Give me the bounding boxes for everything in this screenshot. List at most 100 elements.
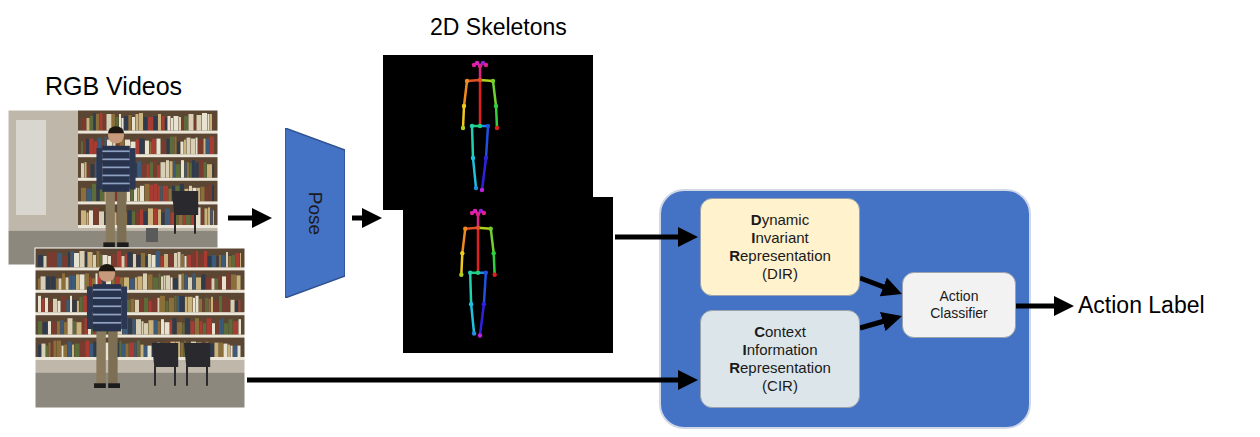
skeleton-bone — [477, 228, 480, 273]
book — [237, 275, 241, 289]
book — [67, 300, 70, 312]
book — [229, 256, 232, 267]
skeleton-joint — [482, 211, 486, 215]
book — [215, 278, 218, 289]
skeleton-bone — [491, 229, 494, 254]
book — [191, 321, 195, 334]
skeleton-frame — [403, 197, 613, 353]
book — [188, 297, 193, 312]
skeleton-joint — [476, 226, 480, 230]
book — [149, 301, 152, 312]
book — [42, 344, 46, 357]
book — [207, 164, 212, 178]
book — [185, 274, 188, 289]
book — [68, 318, 73, 334]
book — [148, 117, 153, 131]
book — [89, 210, 93, 225]
book — [148, 254, 151, 267]
book — [138, 188, 140, 202]
book — [86, 341, 90, 357]
book — [174, 253, 177, 267]
book — [185, 256, 187, 267]
book — [71, 251, 74, 267]
book — [165, 322, 170, 334]
skeleton-figure — [461, 61, 499, 192]
person-torso — [93, 284, 121, 331]
book — [77, 301, 79, 312]
skeleton-bone — [496, 106, 497, 128]
person-leg — [117, 190, 126, 245]
book — [179, 117, 181, 131]
book — [74, 253, 79, 267]
shirt-stripe — [102, 150, 130, 152]
section-label: 2D Skeletons — [430, 14, 567, 41]
skeleton-joint — [478, 124, 482, 128]
book — [58, 301, 61, 312]
skeleton-joint — [463, 227, 467, 231]
book — [170, 137, 174, 155]
person-shoe — [103, 242, 115, 247]
book — [192, 252, 196, 267]
book — [93, 255, 96, 267]
book — [199, 299, 202, 312]
skeleton-joint — [461, 126, 465, 130]
book — [210, 137, 215, 155]
book — [57, 253, 62, 267]
book — [150, 185, 153, 202]
book — [212, 323, 215, 334]
book — [161, 162, 166, 178]
skeleton-bone — [473, 158, 476, 188]
book — [161, 276, 163, 289]
shirt-stripe — [102, 175, 130, 177]
book — [63, 256, 68, 267]
skeleton-bone — [480, 304, 484, 335]
book — [183, 323, 185, 334]
book — [49, 301, 53, 312]
book — [177, 322, 182, 334]
book — [136, 212, 140, 225]
book — [122, 344, 125, 357]
book — [68, 252, 70, 267]
book — [184, 116, 188, 131]
skeleton-bone — [484, 273, 486, 304]
book — [200, 321, 203, 334]
skeleton-joint — [465, 79, 469, 83]
book — [207, 318, 212, 334]
skeleton-bone — [486, 126, 488, 158]
book — [47, 252, 51, 267]
book — [120, 341, 122, 357]
book — [154, 116, 158, 131]
book — [81, 142, 83, 155]
book — [73, 321, 76, 334]
doorway — [16, 120, 46, 215]
person-torso — [102, 146, 130, 192]
skeleton-bone — [462, 229, 465, 254]
shirt-stripe — [93, 322, 121, 324]
book — [133, 254, 136, 267]
skeleton-joint — [480, 188, 484, 192]
book — [173, 318, 177, 334]
book — [187, 138, 191, 155]
book — [145, 184, 150, 202]
book — [81, 163, 84, 178]
book — [212, 255, 216, 267]
book — [162, 212, 165, 225]
book — [154, 184, 158, 202]
book — [100, 113, 103, 131]
book — [72, 275, 76, 289]
skeleton-joint — [494, 104, 498, 108]
book — [154, 160, 157, 178]
book — [231, 346, 233, 357]
book — [131, 189, 134, 202]
skeleton-joint — [495, 126, 499, 130]
book — [190, 163, 192, 178]
book — [136, 114, 139, 131]
book — [142, 321, 144, 334]
book — [211, 297, 213, 312]
person-leg — [106, 190, 115, 245]
book — [170, 161, 173, 178]
book — [158, 209, 161, 225]
book — [157, 139, 161, 155]
book — [85, 162, 87, 178]
